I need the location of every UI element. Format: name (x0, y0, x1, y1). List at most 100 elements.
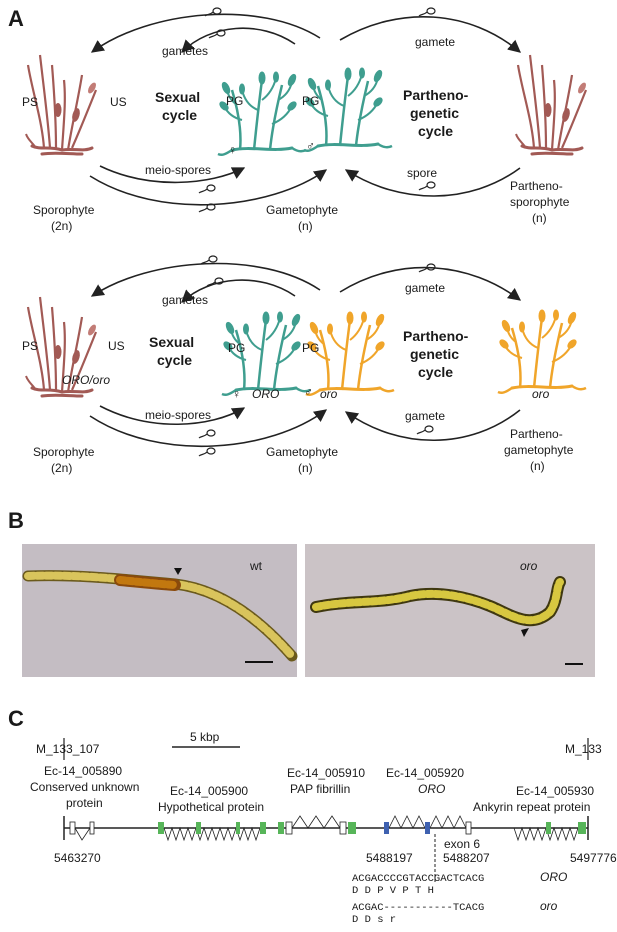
meiospores-label: meio-spores (145, 163, 211, 177)
parthenosporophyte-label: sporophyte (510, 195, 570, 209)
position-label: 5488207 (443, 851, 490, 865)
micrograph-oro: oro (305, 544, 595, 677)
gene-description: protein (66, 796, 103, 810)
gametes-label: gametes (162, 293, 208, 307)
ploidy-label: (n) (298, 219, 313, 233)
arrow-gametes-outer (90, 13, 321, 53)
spore-cell-icon (198, 447, 216, 457)
sexual-cycle-title: cycle (157, 352, 192, 368)
male-gametophyte-illustration (302, 66, 394, 153)
ploidy-label: (2n) (51, 461, 72, 475)
gene-description: Hypothetical protein (158, 800, 264, 814)
sequence-oro: ACGACCCCGTACCGACTCACG (352, 873, 484, 885)
gene-description: ORO (418, 782, 445, 796)
gametophyte-label: Gametophyte (266, 445, 338, 459)
pg-label: PG (302, 341, 319, 355)
genotype-label: oro (320, 387, 338, 401)
spore-cell-icon (198, 429, 216, 439)
parthenogenetic-cycle-title: Partheno- (403, 87, 469, 103)
arrow-meiospores-outer (89, 409, 328, 448)
parthenogametophyte-label: Partheno- (510, 427, 563, 441)
ploidy-label: (n) (532, 211, 547, 225)
gametes-label: gametes (162, 44, 208, 58)
arrow-spore-parth (344, 167, 521, 197)
arrow-meiospores-inner (99, 405, 246, 426)
wt-label: wt (249, 559, 263, 573)
translation-oro: D D P V P T H (352, 885, 434, 897)
panel-a-label: A (8, 6, 24, 31)
oro-label: oro (520, 559, 538, 573)
sequence-label: ORO (540, 870, 567, 884)
spore-cell-icon (418, 181, 436, 191)
arrow-gametes-inner (181, 279, 296, 303)
parthenogametophyte-illustration (496, 308, 588, 395)
arrow-gametes-outer (90, 262, 321, 297)
arrow-meiospores-inner (99, 165, 246, 184)
exon-label: exon 6 (444, 837, 480, 851)
marker-label: M_133_107 (36, 742, 100, 756)
sporophyte-label: Sporophyte (33, 445, 95, 459)
sexual-cycle-title: cycle (162, 107, 197, 123)
gene-description: Conserved unknown (30, 780, 139, 794)
female-symbol: ♀ (228, 143, 237, 157)
female-symbol: ♀ (232, 387, 241, 401)
genotype-label: ORO/oro (62, 373, 110, 387)
gametophyte-label: Gametophyte (266, 203, 338, 217)
gamete-label: gamete (405, 281, 445, 295)
position-label: 5463270 (54, 851, 101, 865)
pg-label: PG (228, 341, 245, 355)
us-label: US (110, 95, 127, 109)
position-label: 5488197 (366, 851, 413, 865)
meiospores-label: meio-spores (145, 408, 211, 422)
ps-label: PS (22, 339, 38, 353)
spore-cell-icon (198, 184, 216, 194)
arrow-gamete-parth (339, 16, 521, 53)
gene-model (513, 822, 586, 842)
sexual-cycle-title: Sexual (155, 89, 200, 105)
gene-id: Ec-14_005930 (516, 784, 594, 798)
ploidy-label: (2n) (51, 219, 72, 233)
micrograph-wt: wt (22, 544, 298, 677)
gene-description: PAP fibrillin (290, 782, 350, 796)
pg-label: PG (226, 94, 243, 108)
sporophyte-label: Sporophyte (33, 203, 95, 217)
parthenogametophyte-label: gametophyte (504, 443, 574, 457)
gamete-cell-icon (416, 425, 434, 435)
gene-description: Ankyrin repeat protein (473, 800, 590, 814)
translation-mutant: D D s r (352, 914, 396, 926)
gene-model-oro (384, 815, 472, 835)
gene-id: Ec-14_005900 (170, 784, 248, 798)
gamete-label: gamete (405, 409, 445, 423)
gene-id: Ec-14_005910 (287, 766, 365, 780)
panel-b-label: B (8, 508, 24, 533)
sequence-mutant: ACGAC-----------TCACG (352, 902, 484, 914)
gene-model (278, 815, 356, 835)
scale-label: 5 kbp (190, 730, 220, 744)
genotype-label: ORO (252, 387, 279, 401)
parthenosporophyte-illustration (514, 53, 590, 156)
pg-label: PG (302, 94, 319, 108)
arrow-gamete-return (344, 409, 521, 441)
marker-label: M_133 (565, 742, 602, 756)
male-symbol: ♂ (306, 139, 315, 153)
parthenogenetic-cycle-title: genetic (410, 105, 459, 121)
male-symbol: ♂ (304, 385, 313, 399)
parthenogenetic-cycle-title: cycle (418, 123, 453, 139)
gene-model (69, 821, 95, 841)
parthenosporophyte-label: Partheno- (510, 179, 563, 193)
position-label: 5497776 (570, 851, 617, 865)
parthenogenetic-cycle-title: cycle (418, 364, 453, 380)
ps-label: PS (22, 95, 38, 109)
parthenogenetic-cycle-title: genetic (410, 346, 459, 362)
parthenogenetic-cycle-title: Partheno- (403, 328, 469, 344)
sequence-label: oro (540, 899, 558, 913)
gene-model (158, 822, 266, 842)
gamete-label: gamete (415, 35, 455, 49)
us-label: US (108, 339, 125, 353)
gamete-cell-icon (418, 7, 436, 17)
gene-id: Ec-14_005920 (386, 766, 464, 780)
arrow-gametes-inner (181, 27, 296, 53)
ploidy-label: (n) (298, 461, 313, 475)
arrow-gamete-parth (339, 266, 522, 301)
